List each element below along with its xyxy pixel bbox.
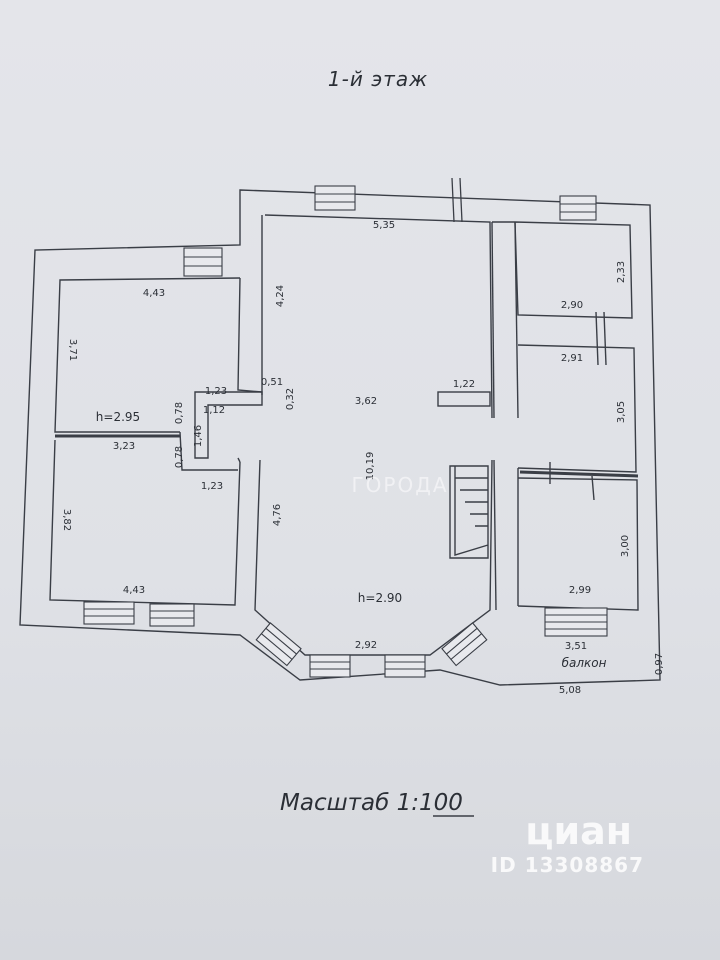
- dim-main-upper: 4,24: [275, 285, 286, 307]
- watermark-brand: циан: [525, 809, 632, 853]
- door-marks: [451, 177, 463, 223]
- walls: [19, 189, 661, 686]
- watermark-id: ID 13308867: [491, 853, 644, 877]
- dim-hall-e: 0,78: [174, 446, 185, 468]
- window-bay-1: [309, 654, 351, 678]
- dim-hall-b: 1,12: [203, 405, 225, 416]
- dim-wall-b: 0,32: [285, 388, 296, 410]
- left-room-bottom: [49, 439, 241, 606]
- dim-hall-c: 0,78: [174, 402, 185, 424]
- dim-top-main: 5,35: [373, 220, 395, 231]
- scale-value: 100: [419, 790, 463, 816]
- scale-prefix: Масштаб 1:: [280, 790, 419, 816]
- dim-right-low: 3,00: [620, 535, 631, 557]
- left-room-top: [54, 277, 241, 433]
- window-bay-2: [384, 654, 426, 678]
- window-bay-right: [441, 622, 488, 667]
- dim-outer-bottom: 5,08: [559, 685, 581, 696]
- dim-hall-d: 1,46: [193, 425, 204, 447]
- dim-right-w2: 2,91: [561, 353, 583, 364]
- window-left-bottom-1: [83, 601, 135, 625]
- height-left: h=2.95: [96, 410, 140, 424]
- window-top-1: [314, 185, 356, 211]
- stairs: [449, 465, 489, 559]
- height-main: h=2.90: [358, 591, 402, 605]
- dim-main-lower: 4,76: [272, 504, 283, 526]
- dim-outer-right: 0,97: [654, 653, 665, 675]
- window-bay-left: [255, 622, 302, 667]
- dim-right-w1: 2,90: [561, 300, 583, 311]
- dim-bay: 2,92: [355, 640, 377, 651]
- dim-right-top: 2,33: [616, 261, 627, 283]
- right-room-top: [514, 221, 633, 319]
- balcony-label: балкон: [562, 656, 607, 670]
- main-room: [254, 214, 493, 656]
- outer-wall: [19, 189, 661, 686]
- dim-hall-f: 1,23: [201, 481, 223, 492]
- dim-left-bottom: 4,43: [123, 585, 145, 596]
- dim-right-mid: 3,05: [616, 401, 627, 423]
- window-left-top: [183, 247, 223, 277]
- floor-title: 1-й этаж: [328, 67, 428, 91]
- dim-partition: 1,22: [453, 379, 475, 390]
- scale-label: Масштаб 1:100: [280, 790, 474, 817]
- dim-right-bottom: 2,99: [569, 585, 591, 596]
- dim-left-side-top: 3,71: [67, 339, 78, 361]
- svg-text:Масштаб 1:100: Масштаб 1:100: [280, 790, 463, 816]
- window-left-bottom-2: [149, 603, 195, 627]
- dim-left-top: 4,43: [143, 288, 165, 299]
- windows: [83, 185, 608, 678]
- watermark-city: ГОРОДА: [351, 473, 448, 497]
- right-room-mid: [517, 344, 637, 473]
- dim-main-width: 3,62: [355, 396, 377, 407]
- partition-wall: [437, 391, 491, 407]
- dim-balcony-width: 3,51: [565, 641, 587, 652]
- balcony-door: [544, 607, 608, 637]
- window-top-2: [559, 195, 597, 221]
- dim-main-length: 10,19: [365, 452, 376, 481]
- dim-wall-a: 0,51: [261, 377, 283, 388]
- dim-left-side-bottom: 3,82: [61, 509, 72, 531]
- hall-niche: [194, 391, 263, 459]
- dim-left-mid: 3,23: [113, 441, 135, 452]
- dim-hall-a: 1,23: [205, 386, 227, 397]
